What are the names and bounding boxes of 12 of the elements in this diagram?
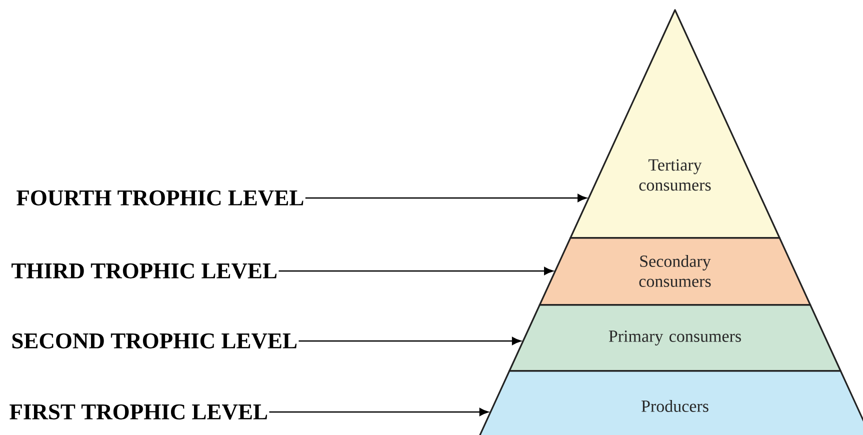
arrow [278,267,554,275]
level-label: FIRST TROPHIC LEVEL [10,404,268,420]
level-label: SECOND TROPHIC LEVEL [12,333,297,349]
level-label: FOURTH TROPHIC LEVEL [16,190,304,206]
level-label: THIRD TROPHIC LEVEL [12,263,277,279]
arrow [305,194,587,202]
arrow [269,408,489,416]
pyramid-band: Primary consumers [508,304,842,372]
pyramid-band: Tertiary consumers [570,9,780,239]
pyramid-band: Secondary consumers [538,237,812,306]
pyramid-band: Producers [476,370,863,435]
arrow [298,337,522,345]
